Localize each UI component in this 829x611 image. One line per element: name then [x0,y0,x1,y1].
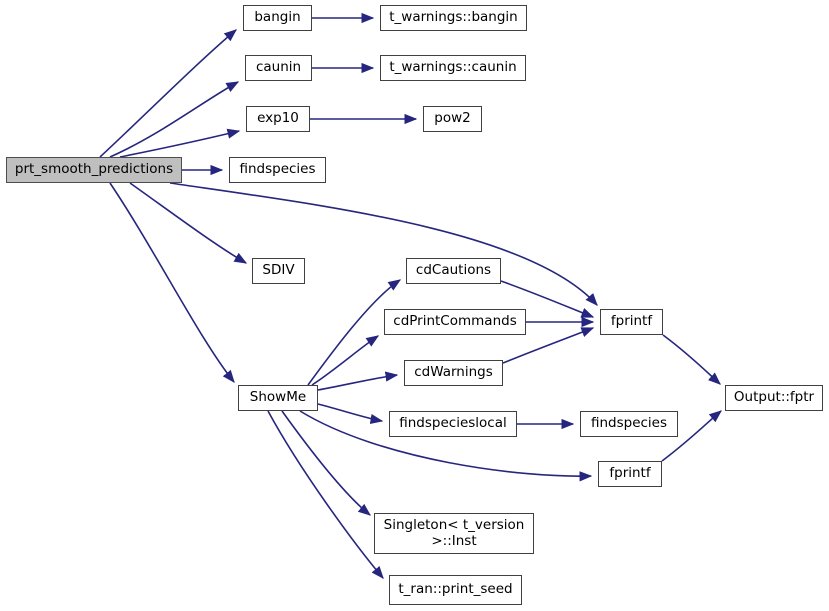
edge-ShowMe-to-cdCautions [307,279,402,386]
edge-ShowMe-to-singleton [281,410,371,516]
edge-prt_smooth_predictions-to-exp10 [119,128,241,158]
edge-prt_smooth_predictions-to-caunin [109,81,240,158]
graph-node-findspecieslocal[interactable]: findspecieslocal [389,411,517,437]
graph-node-prt_smooth_predictions[interactable]: prt_smooth_predictions [6,157,182,183]
edge-ShowMe-to-findspecieslocal [317,403,384,425]
graph-node-pow2[interactable]: pow2 [423,106,482,132]
graph-node-singleton[interactable]: Singleton< t_version >::Inst [374,513,534,554]
graph-node-fprintf_bottom[interactable]: fprintf [598,461,662,487]
edge-ShowMe-to-fprintf_bottom [299,410,593,482]
graph-node-findspecies_a[interactable]: findspecies [229,157,326,183]
graph-node-SDIV[interactable]: SDIV [252,258,305,284]
graph-node-bangin[interactable]: bangin [243,5,312,31]
graph-node-ShowMe[interactable]: ShowMe [238,385,318,411]
graph-node-fprintf_top[interactable]: fprintf [600,309,663,335]
edge-prt_smooth_predictions-to-ShowMe [109,182,235,383]
edge-prt_smooth_predictions-to-SDIV [129,182,248,264]
graph-node-cdPrintCommands[interactable]: cdPrintCommands [384,309,526,335]
graph-node-cdCautions[interactable]: cdCautions [406,258,501,284]
graph-node-findspecies_b[interactable]: findspecies [580,411,678,437]
edge-prt_smooth_predictions-to-fprintf_top [169,182,598,306]
graph-node-output_fptr[interactable]: Output::fptr [725,385,823,411]
graph-node-tw_bangin[interactable]: t_warnings::bangin [380,5,527,31]
edge-ShowMe-to-cdWarnings [317,371,399,391]
edge-prt_smooth_predictions-to-bangin [99,29,237,158]
edge-ShowMe-to-t_ran_print_seed [267,410,384,579]
graph-node-caunin[interactable]: caunin [245,55,312,81]
graph-node-cdWarnings[interactable]: cdWarnings [404,360,503,386]
graph-node-exp10[interactable]: exp10 [246,106,310,132]
edge-fprintf_top-to-output_fptr [662,334,721,385]
graph-node-t_ran_print_seed[interactable]: t_ran::print_seed [389,575,522,605]
edge-fprintf_bottom-to-output_fptr [661,410,722,462]
graph-node-tw_caunin[interactable]: t_warnings::caunin [380,55,526,81]
edge-cdWarnings-to-fprintf_top [502,327,595,364]
edge-ShowMe-to-cdPrintCommands [311,335,380,386]
edge-cdCautions-to-fprintf_top [500,280,595,318]
